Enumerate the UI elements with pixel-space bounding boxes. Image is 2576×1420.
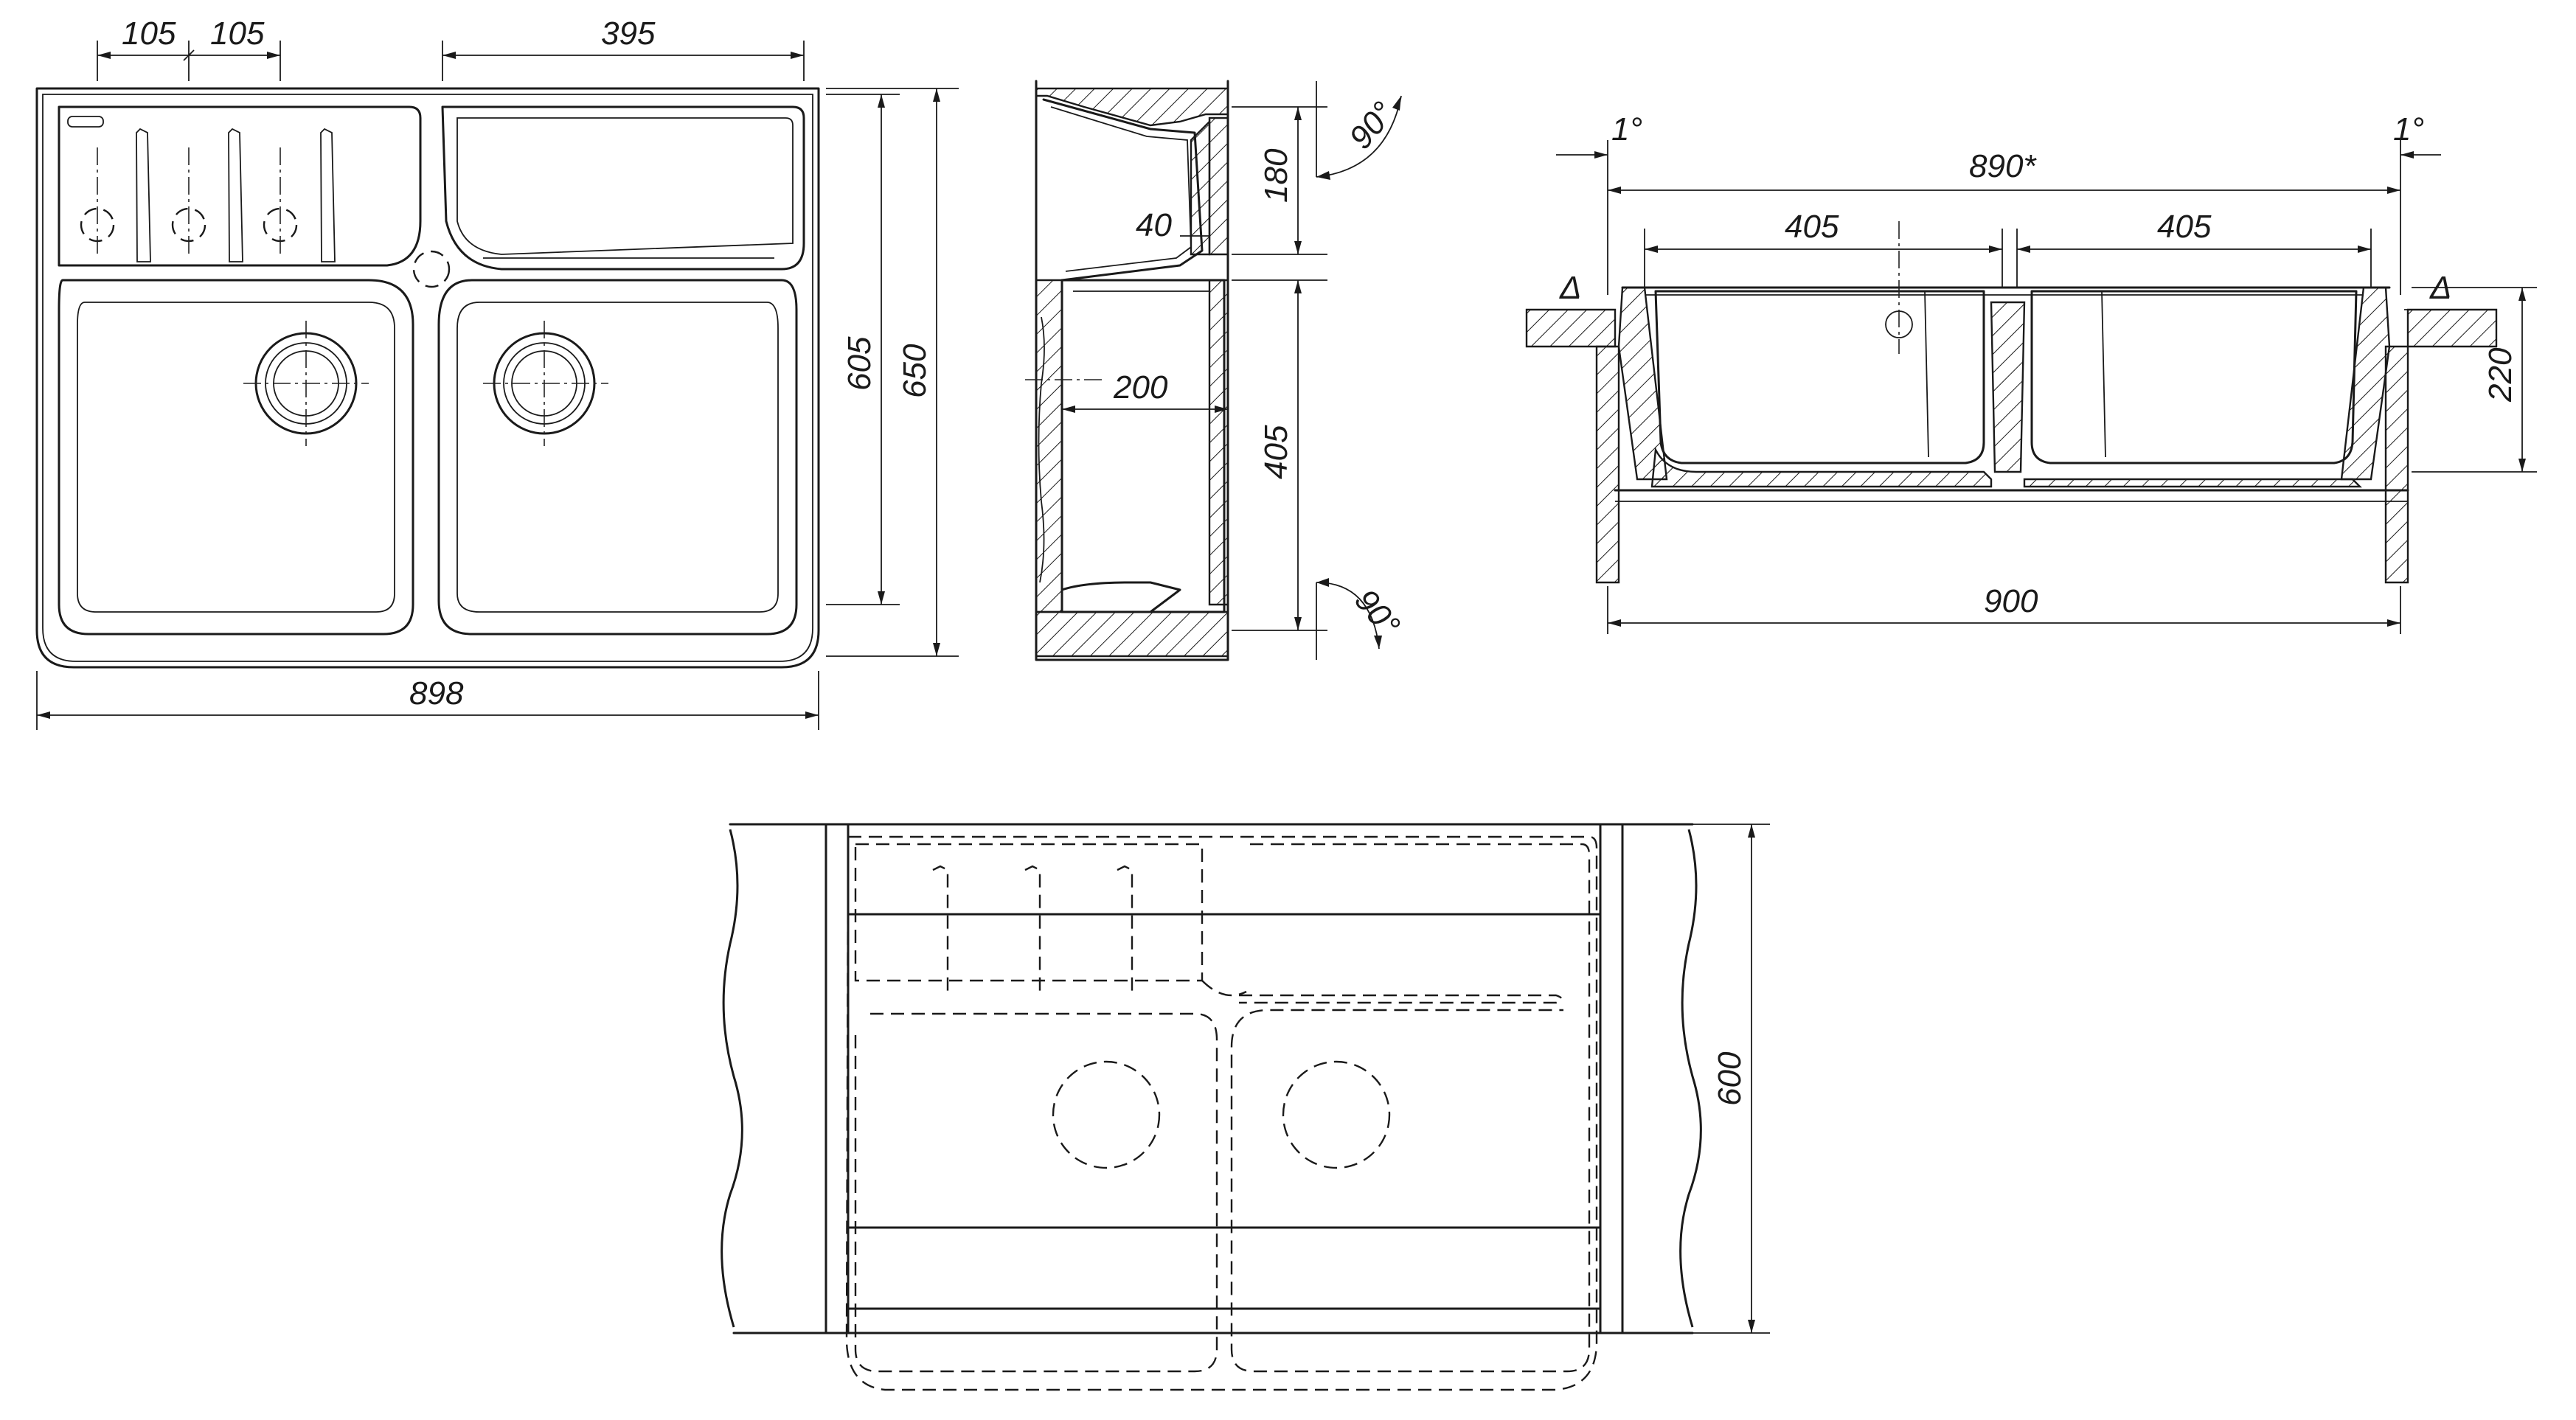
- sink-hidden-outline: [845, 835, 1598, 1391]
- logo-plate: [67, 116, 104, 128]
- side-rim-top: [1035, 87, 1229, 127]
- dim-ledge-depth: 40: [1136, 207, 1172, 243]
- side-bottom: [1035, 610, 1229, 658]
- break-line-left: [721, 829, 743, 1328]
- center-divider: [1990, 301, 2026, 473]
- dim-gap-left: Δ: [1559, 270, 1582, 306]
- dim-cabinet-width: 900: [1984, 583, 2038, 619]
- dim-angle-top: 90°: [1342, 95, 1401, 156]
- sink-outline: [35, 87, 820, 669]
- tool-slot-3: [320, 128, 336, 262]
- dim-tilt-right: 1°: [2393, 111, 2424, 147]
- countertop-right: [2406, 308, 2498, 348]
- dim-front-height: 220: [2482, 347, 2518, 403]
- tool-slot-2: [228, 128, 243, 262]
- left-bowl: [58, 279, 414, 636]
- tool-slot-1: [136, 128, 151, 262]
- dim-overall-width: 898: [409, 675, 464, 711]
- right-bowl: [437, 279, 798, 636]
- cabinet-wall-right: [2384, 345, 2409, 584]
- hidden-drain-right: [1282, 1060, 1391, 1169]
- dim-drainboard-width: 395: [601, 15, 656, 52]
- front-section: 1° 1° 890* 405 405 Δ Δ 220: [1525, 111, 2537, 634]
- install-view: 600: [721, 823, 1770, 1391]
- dim-inner-depth: 605: [841, 336, 878, 391]
- rear-ledge: [58, 105, 422, 267]
- dim-overall-depth: 650: [897, 344, 933, 398]
- dim-spacing-left: 105: [122, 15, 176, 52]
- dim-bowl-height: 405: [1258, 425, 1294, 479]
- countertop-left: [1525, 308, 1617, 348]
- dim-bowl-left-width: 405: [1785, 209, 1839, 245]
- side-front-wall: [1035, 279, 1063, 613]
- side-section: 180 40 200 405 90° 90°: [1025, 80, 1407, 661]
- dim-ledge-height: 180: [1258, 148, 1294, 203]
- dim-bowl-right-width: 405: [2157, 209, 2212, 245]
- drainboard: [441, 105, 805, 271]
- dim-bowl-depth-horizontal: 200: [1113, 369, 1168, 406]
- dim-tilt-left: 1°: [1611, 111, 1642, 147]
- dim-spacing-right: 105: [210, 15, 265, 52]
- cabinet-wall-left: [1595, 345, 1620, 584]
- dim-cabinet-depth: 600: [1712, 1051, 1748, 1106]
- top-view: 105 105 395 605 650 898: [35, 15, 959, 730]
- dim-cutout-width: 890*: [1969, 148, 2037, 184]
- hidden-drain-left: [1052, 1060, 1161, 1169]
- dim-angle-bottom: 90°: [1347, 582, 1406, 643]
- overflow-hole: [412, 250, 451, 288]
